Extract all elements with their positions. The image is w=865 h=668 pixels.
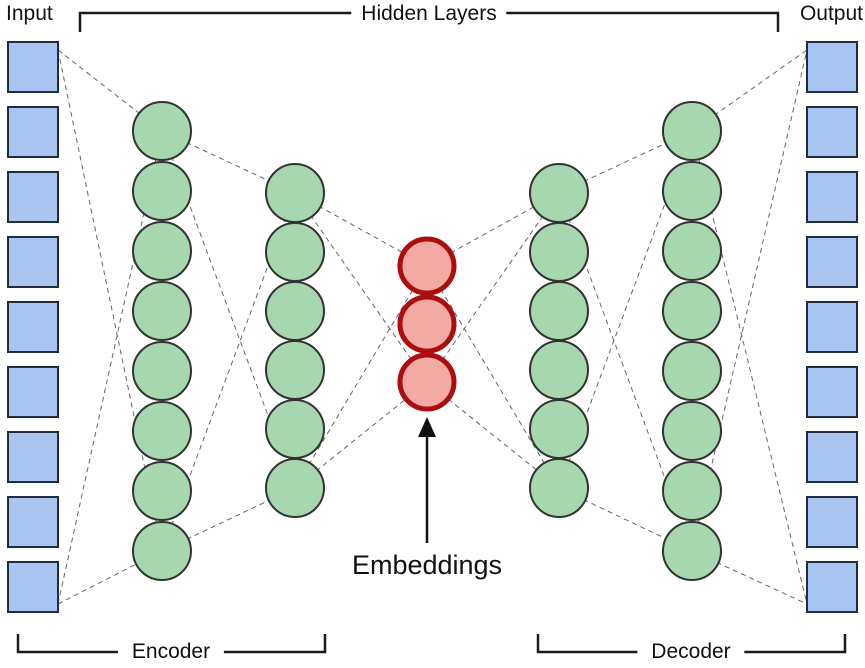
hidden-node [132, 401, 192, 461]
input-unit [7, 236, 59, 288]
input-label: Input [6, 2, 53, 25]
hidden-node [662, 161, 722, 221]
hidden-node [265, 222, 325, 282]
hidden-node [132, 161, 192, 221]
hidden-node [662, 341, 722, 401]
hidden-node [662, 221, 722, 281]
input-unit [7, 106, 59, 158]
connection-line [161, 130, 296, 194]
embeddings-label: Embeddings [351, 550, 503, 580]
embeddings-arrowhead-icon [418, 417, 436, 437]
input-unit [7, 366, 59, 418]
hidden-node [529, 281, 589, 341]
output-unit [806, 236, 858, 288]
hidden-node [662, 401, 722, 461]
hidden-node [265, 163, 325, 223]
input-unit [7, 41, 59, 93]
hidden-node [529, 340, 589, 400]
connection-line [426, 192, 560, 383]
output-unit [806, 496, 858, 548]
hidden-node [662, 101, 722, 161]
network-nodes [7, 41, 858, 613]
connection-line [558, 130, 693, 194]
hidden-node [132, 341, 192, 401]
input-unit [7, 496, 59, 548]
connection-line [57, 550, 163, 605]
connection-line [426, 265, 560, 489]
hidden-node [132, 521, 192, 581]
hidden-node [132, 281, 192, 341]
hidden-node [662, 461, 722, 521]
encoder-label: Encoder [117, 640, 225, 664]
output-unit [806, 561, 858, 613]
embeddings-arrow [418, 417, 436, 543]
hidden-node [132, 221, 192, 281]
connection-line [294, 265, 428, 489]
hidden-node [662, 521, 722, 581]
connection-line [691, 49, 808, 552]
connection-line [558, 487, 693, 552]
connection-line [691, 49, 808, 132]
hidden-node [529, 163, 589, 223]
embedding-node [397, 236, 457, 296]
connection-line [426, 192, 560, 267]
output-label: Output [799, 2, 863, 25]
hidden-node [265, 281, 325, 341]
connection-line [294, 192, 428, 267]
input-unit [7, 171, 59, 223]
hidden-node [265, 340, 325, 400]
embedding-node [397, 294, 457, 354]
output-unit [806, 301, 858, 353]
connection-line [294, 192, 428, 383]
hidden-node [265, 458, 325, 518]
input-unit [7, 301, 59, 353]
hidden-node [529, 399, 589, 459]
hidden-node [132, 461, 192, 521]
output-unit [806, 171, 858, 223]
connection-line [161, 487, 296, 552]
hidden-layers-label: Hidden Layers [351, 2, 507, 26]
input-unit [7, 561, 59, 613]
output-unit [806, 366, 858, 418]
hidden-node [529, 222, 589, 282]
hidden-node [529, 458, 589, 518]
hidden-node [662, 281, 722, 341]
input-unit [7, 431, 59, 483]
embedding-node [397, 352, 457, 412]
output-unit [806, 431, 858, 483]
hidden-node [132, 101, 192, 161]
output-unit [806, 106, 858, 158]
output-unit [806, 41, 858, 93]
hidden-node [265, 399, 325, 459]
decoder-label: Decoder [637, 640, 745, 664]
